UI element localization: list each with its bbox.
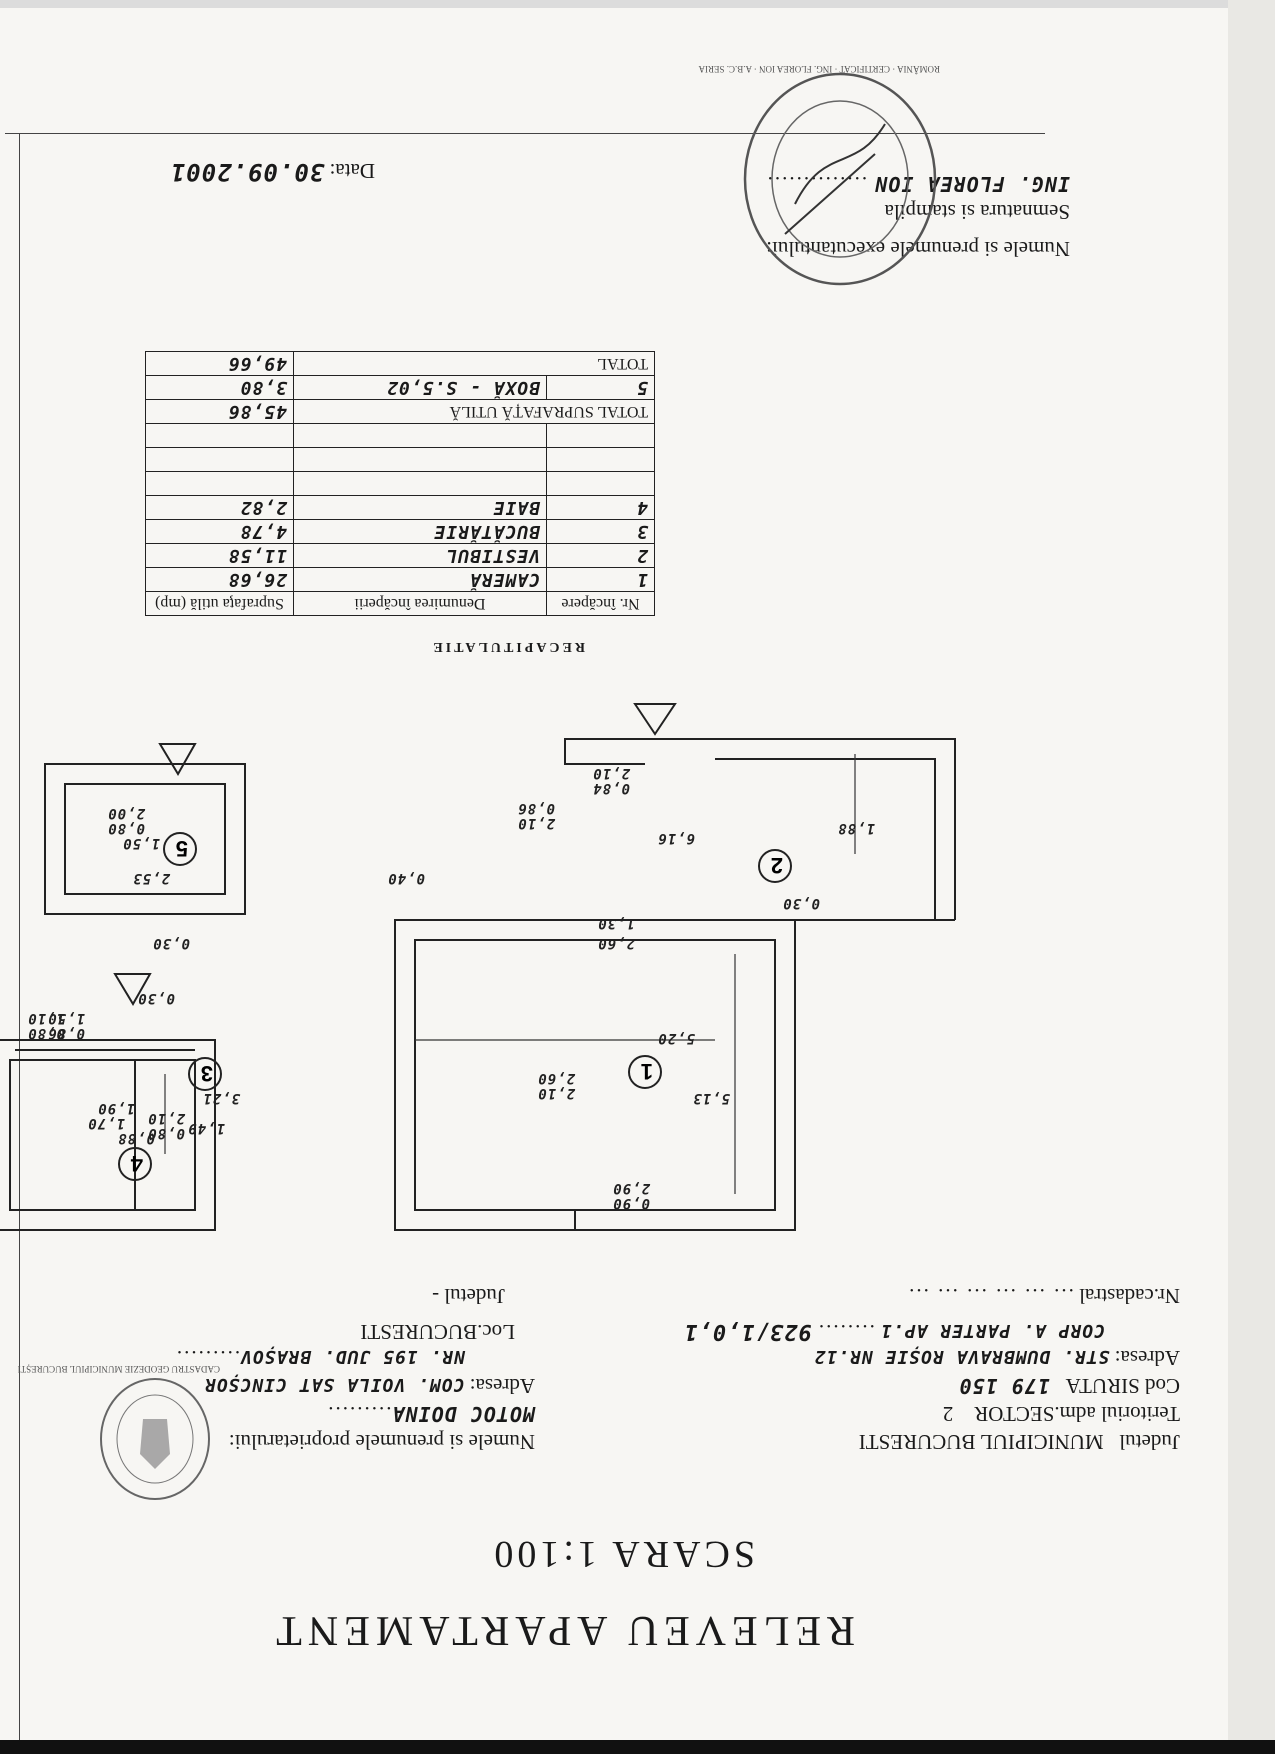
table-row: 1 CAMERĂ 26,68 [145,567,655,592]
cadastru-stamp [100,1378,210,1500]
table-row: 3 BUCĂTĂRIE 4,78 [145,519,655,544]
dim-label: 5,13 [692,1090,730,1106]
total-label: TOTAL [293,351,655,376]
dim-label: 0,30 [152,935,190,951]
table-row [145,471,655,496]
dim-label: 2,53 [132,870,171,886]
stamp-top-text: ROMÂNIA · CERTIFICAT · ING. FLOREA ION ·… [698,64,940,74]
dim-label: 0,30 [137,990,175,1006]
dim-label: 2,10 [147,1110,186,1126]
col-nr-header: Nr. încăpere [546,591,655,616]
dim-label: 2,60 [597,935,636,951]
col-suprafata-header: Suprafaţa utilă (mp) [145,591,294,616]
table-row [145,447,655,472]
scan-edge-right [1228,0,1275,1754]
dim-label: 2,60 [537,1070,576,1086]
total-row: TOTAL 49,66 [145,351,655,376]
total-util-value: 45,86 [145,399,294,424]
total-util-label: TOTAL SUPRAFAȚĂ UTILĂ [293,399,655,424]
dim-label: 2,90 [612,1180,651,1196]
scan-edge-top [0,0,1275,8]
executant-stamp [743,72,937,286]
dim-label: 0,40 [387,870,425,886]
dim-label: 1,70 [87,1115,125,1131]
dim-label: 2,10 [537,1085,576,1101]
dim-label: 1,50 [47,1010,85,1026]
table-row [145,423,655,448]
dim-label: 1,30 [597,915,635,931]
recap-header-row: Nr. încăpere Denumirea încăperii Suprafa… [145,591,655,616]
dim-label: 1,49 [187,1120,225,1136]
recap-title: RECAPITULATIE [430,639,585,654]
dim-label: 0,86 [47,1025,85,1041]
total-value: 49,66 [145,351,294,376]
dim-label: 6,16 [657,830,695,846]
room-number-3: 3 [201,1061,213,1086]
col-denumire-header: Denumirea încăperii [293,591,547,616]
dim-label: 1,88 [837,820,875,836]
boxa-row: 5 BOXĂ - S.5,02 3,80 [145,375,655,400]
dim-label: 1,10 [27,1010,65,1026]
dim-label: 3,21 [202,1090,241,1106]
total-util-row: TOTAL SUPRAFAȚĂ UTILĂ 45,86 [145,399,655,424]
dim-label: 0,30 [782,895,820,911]
dim-label: 0,90 [612,1195,650,1211]
dim-label: 0,80 [27,1025,65,1041]
dim-label: 1,50 [122,835,160,851]
room-number-1: 1 [641,1059,653,1084]
table-row: 2 VESTIBUL 11,58 [145,543,655,568]
dim-label: 1,90 [97,1100,135,1116]
scan-edge-bottom [0,1740,1275,1754]
dim-label: 0,84 [592,780,630,796]
room-number-4: 4 [130,1151,143,1176]
data-value: 30.09.2001 [169,158,325,186]
dim-label: 0,86 [517,800,555,816]
data-label: Data: [329,159,375,183]
dim-label: 0,80 [107,820,145,836]
dim-label: 2,10 [517,815,556,831]
room-number-2: 2 [771,853,783,878]
room-number-5: 5 [176,836,188,861]
recap-table: Nr. încăpere Denumirea încăperii Suprafa… [145,351,655,616]
dim-label: 2,00 [107,805,146,821]
dim-label: 2,10 [592,765,631,781]
dim-label: 0,80 [147,1125,185,1141]
dim-label: 5,20 [657,1030,695,1046]
dim-label: 0,88 [117,1130,155,1146]
table-row: 4 BAIE 2,82 [145,495,655,520]
